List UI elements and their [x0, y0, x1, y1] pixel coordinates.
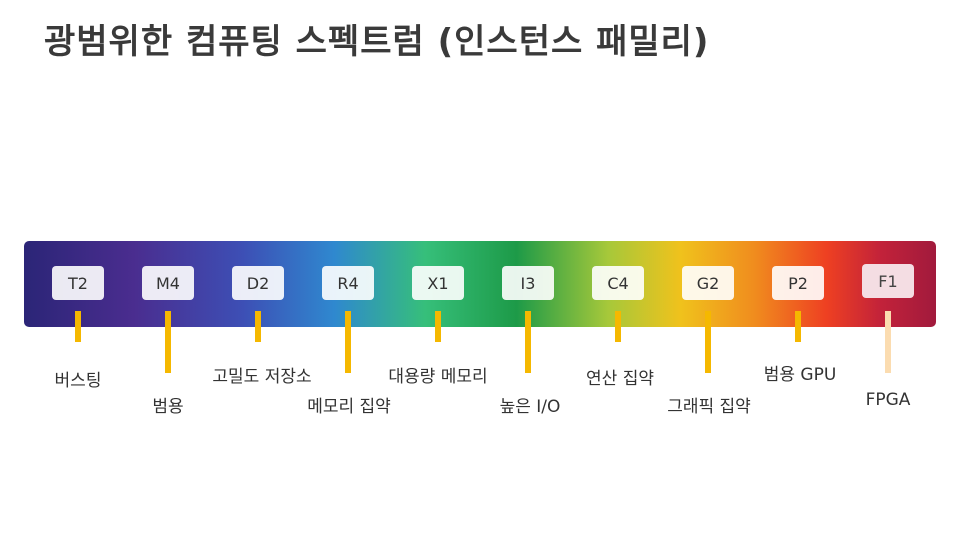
family-label-p2: 범용 GPU: [763, 365, 837, 385]
family-label-c4: 연산 집약: [586, 369, 654, 389]
family-badge-g2: G2: [682, 266, 734, 300]
family-badge-d2: D2: [232, 266, 284, 300]
tick-f1: [885, 311, 891, 373]
family-label-d2: 고밀도 저장소: [212, 367, 312, 387]
tick-t2: [75, 311, 81, 342]
family-badge-m4: M4: [142, 266, 194, 300]
family-badge-p2: P2: [772, 266, 824, 300]
family-label-t2: 버스팅: [54, 371, 102, 391]
tick-c4: [615, 311, 621, 342]
family-badge-t2: T2: [52, 266, 104, 300]
tick-m4: [165, 311, 171, 373]
tick-d2: [255, 311, 261, 342]
tick-r4: [345, 311, 351, 373]
tick-i3: [525, 311, 531, 373]
family-badge-r4: R4: [322, 266, 374, 300]
family-label-m4: 범용: [152, 397, 184, 417]
family-badge-x1: X1: [412, 266, 464, 300]
family-label-x1: 대용량 메모리: [388, 367, 488, 387]
family-label-g2: 그래픽 집약: [667, 397, 751, 417]
family-badge-f1: F1: [862, 264, 914, 298]
family-badge-i3: I3: [502, 266, 554, 300]
tick-x1: [435, 311, 441, 342]
family-label-f1: FPGA: [865, 390, 911, 410]
family-badge-c4: C4: [592, 266, 644, 300]
tick-p2: [795, 311, 801, 342]
family-label-r4: 메모리 집약: [307, 397, 391, 417]
tick-g2: [705, 311, 711, 373]
page-title: 광범위한 컴퓨팅 스펙트럼 (인스턴스 패밀리): [44, 22, 710, 62]
family-label-i3: 높은 I/O: [499, 397, 561, 417]
